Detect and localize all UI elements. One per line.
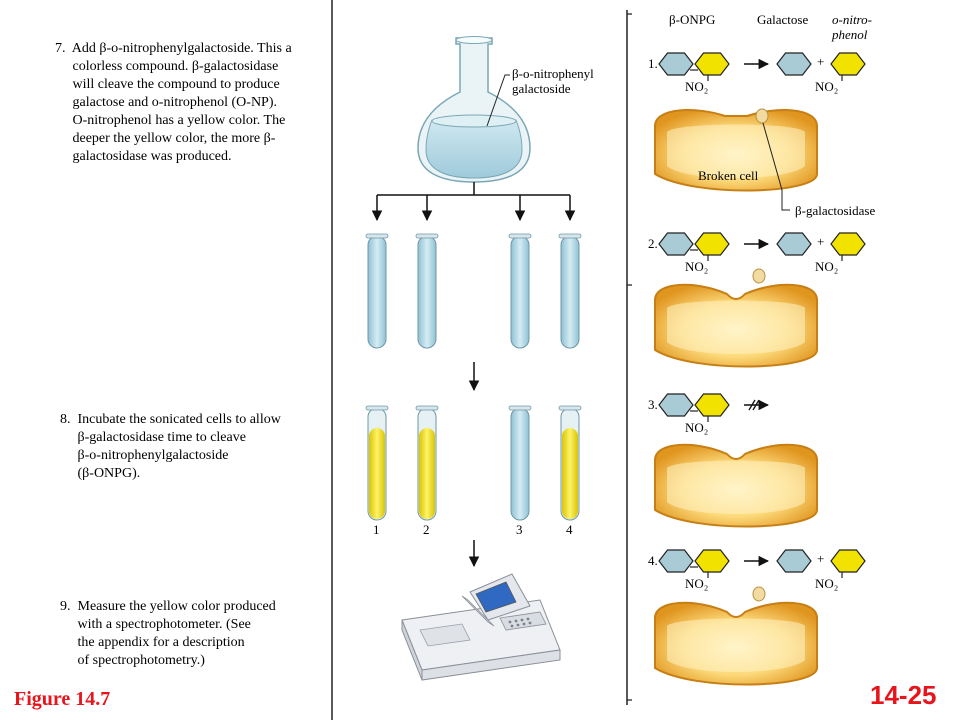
flask-leader-line <box>486 74 510 127</box>
nitro-group-label: NO₂ <box>685 420 709 435</box>
header-nitrophenol: o-nitro- phenol <box>832 12 872 42</box>
enzyme-leader-line <box>762 122 790 211</box>
plus-sign: + <box>817 551 825 566</box>
tube-yellow-2 <box>415 405 439 521</box>
galactose-hexagon-icon <box>658 232 694 256</box>
galactose-product-icon <box>776 549 812 573</box>
bracket-marks <box>627 13 632 701</box>
tube-blue-2 <box>415 233 439 349</box>
galactose-hexagon-icon <box>658 549 694 573</box>
tube-blue-unreacted-3 <box>508 405 532 521</box>
spectrophotometer <box>401 573 561 681</box>
galactose-product-icon <box>776 52 812 76</box>
blocked-mark-icon <box>748 399 760 411</box>
reaction-row-number: 3. <box>648 397 658 412</box>
right-panel <box>654 52 866 686</box>
nitro-group-label: NO₂ <box>815 259 839 274</box>
step-8-text: 8. Incubate the sonicated cells to allow… <box>60 412 281 481</box>
nitrophenol-product-icon <box>830 52 866 76</box>
beta-galactosidase-label: β-galactosidase <box>795 203 876 218</box>
tube-blue-3 <box>508 233 532 349</box>
tube-yellow-4 <box>558 405 582 521</box>
broken-cell-label: Broken cell <box>698 168 759 183</box>
figure-label: Figure 14.7 <box>14 688 111 710</box>
cell-cytoplasm <box>667 300 805 354</box>
tube-number-2: 2 <box>423 522 430 537</box>
enzyme-icon <box>752 586 766 602</box>
reaction-row-number: 4. <box>648 553 658 568</box>
tube-row-blue <box>365 233 582 349</box>
step-9-text: 9. Measure the yellow color produced wit… <box>60 599 276 668</box>
nitro-group-label: NO₂ <box>685 576 709 591</box>
galactose-product-icon <box>776 232 812 256</box>
plus-sign: + <box>817 234 825 249</box>
nitrophenol-product-icon <box>830 549 866 573</box>
flask-label: β-o-nitrophenyl galactoside <box>512 66 594 96</box>
galactose-hexagon-icon <box>658 393 694 417</box>
slide-number: 14-25 <box>870 680 937 710</box>
tube-blue-4 <box>558 233 582 349</box>
header-onpg: β-ONPG <box>669 12 716 27</box>
tube-number-1: 1 <box>373 522 380 537</box>
nitrophenol-product-icon <box>830 232 866 256</box>
galactose-hexagon-icon <box>658 52 694 76</box>
nitrophenol-hexagon-icon <box>694 393 730 417</box>
cell-cytoplasm <box>667 124 805 178</box>
enzyme-icon <box>752 268 766 284</box>
step-7-text: 7. Add β-o-nitrophenylgalactoside. This … <box>55 41 292 164</box>
tube-blue-1 <box>365 233 389 349</box>
tube-row-incubated <box>365 405 582 521</box>
cell-cytoplasm <box>667 460 805 514</box>
plus-sign: + <box>817 54 825 69</box>
nitrophenol-hexagon-icon <box>694 232 730 256</box>
nitro-group-label: NO₂ <box>815 79 839 94</box>
cell-cytoplasm <box>667 618 805 672</box>
nitro-group-label: NO₂ <box>685 259 709 274</box>
nitro-group-label: NO₂ <box>685 79 709 94</box>
branch-arrows <box>371 182 576 222</box>
enzyme-icon <box>755 108 769 124</box>
nitro-group-label: NO₂ <box>815 576 839 591</box>
flask <box>417 36 531 183</box>
reaction-row-number: 1. <box>648 56 658 71</box>
reaction-row-number: 2. <box>648 236 658 251</box>
nitrophenol-hexagon-icon <box>694 549 730 573</box>
header-galactose: Galactose <box>757 12 809 27</box>
tube-number-4: 4 <box>566 522 573 537</box>
tube-number-3: 3 <box>516 522 523 537</box>
tube-yellow-1 <box>365 405 389 521</box>
nitrophenol-hexagon-icon <box>694 52 730 76</box>
